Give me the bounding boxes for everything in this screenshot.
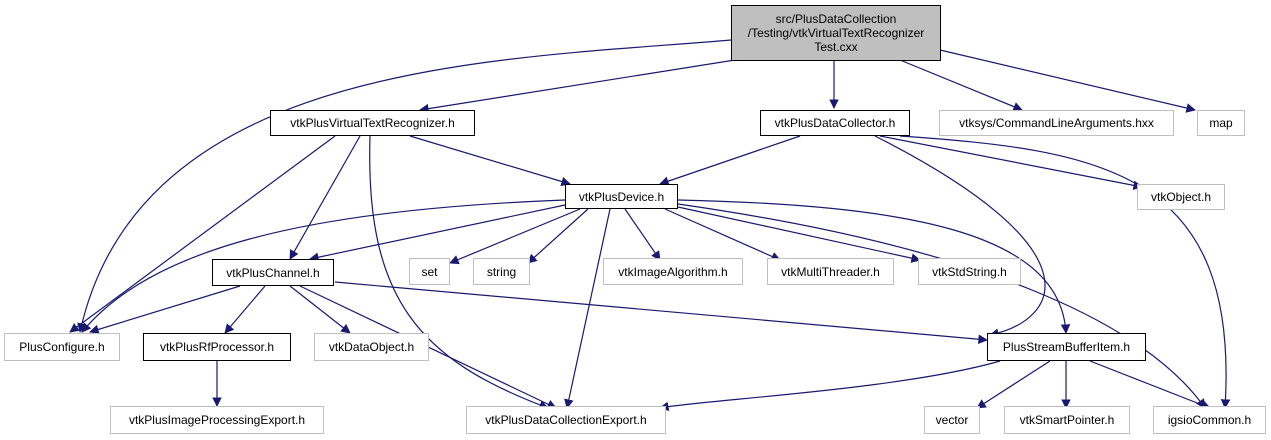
edge-sbi-vec — [976, 360, 1051, 409]
edge-dev-ia — [624, 208, 661, 261]
node-vtksmartpointer: vtkSmartPointer.h — [1004, 406, 1130, 434]
edge-root-vtr — [419, 55, 761, 114]
node-vtkplusimageprocessingexport: vtkPlusImageProcessingExport.h — [110, 406, 324, 434]
edge-chan-sbi — [334, 281, 988, 345]
node-vtkplusvirtualtextrecognizer[interactable]: vtkPlusVirtualTextRecognizer.h — [270, 110, 475, 136]
edge-dev-set — [449, 208, 581, 265]
edge-sbi-dce — [659, 360, 1001, 412]
edge-root-cla — [899, 59, 1023, 112]
root-file-node[interactable]: src/PlusDataCollection /Testing/vtkVirtu… — [731, 5, 941, 61]
edge-dev-chan — [309, 204, 566, 262]
node-vector: vector — [924, 406, 980, 434]
node-vtkplusdatacollector[interactable]: vtkPlusDataCollector.h — [760, 110, 910, 136]
edge-vtr-pc — [69, 135, 336, 333]
node-commandlinearguments: vtksys/CommandLineArguments.hxx — [939, 110, 1174, 136]
node-plusconfigure: PlusConfigure.h — [4, 333, 120, 361]
edge-vtr-dev — [409, 135, 571, 187]
node-string: string — [473, 258, 530, 285]
edge-chan-rf — [224, 285, 266, 334]
node-vtkplusrfprocessor[interactable]: vtkPlusRfProcessor.h — [143, 333, 291, 361]
node-vtkstdstring: vtkStdString.h — [918, 258, 1021, 285]
edge-chan-do — [289, 285, 351, 334]
edge-chan-pc — [89, 285, 241, 335]
node-igsiocommon: igsioCommon.h — [1153, 406, 1266, 434]
node-vtkmultithreader: vtkMultiThreader.h — [767, 258, 894, 285]
edge-dc-dev — [659, 135, 801, 186]
edge-dev-string — [527, 208, 589, 264]
edge-dev-pc — [81, 199, 566, 333]
edge-root-map — [939, 49, 1196, 113]
node-plusstreambufferitem[interactable]: PlusStreamBufferItem.h — [987, 333, 1146, 361]
edge-dc-obj — [879, 135, 1143, 191]
node-vtkpluschannel[interactable]: vtkPlusChannel.h — [212, 259, 334, 286]
node-vtkimagealgorithm: vtkImageAlgorithm.h — [603, 258, 743, 285]
node-set: set — [409, 258, 450, 285]
edge-sbi-igsio — [1089, 360, 1211, 410]
node-map: map — [1197, 110, 1245, 136]
edge-dev-sbi — [677, 199, 1071, 334]
edge-dev-dce — [564, 208, 611, 409]
edge-dc-sbi — [874, 135, 1046, 338]
edge-dev-mt — [664, 208, 781, 261]
edge-dev-igsio — [677, 203, 1206, 409]
edge-vtr-dce — [369, 135, 549, 410]
edge-root-pc — [77, 39, 732, 333]
edge-dev-ss — [677, 206, 921, 263]
node-vtkobject: vtkObject.h — [1137, 184, 1225, 210]
edge-vtr-chan — [289, 135, 361, 260]
node-vtkplusdatacollectionexport: vtkPlusDataCollectionExport.h — [466, 406, 666, 434]
node-vtkplusdevice[interactable]: vtkPlusDevice.h — [565, 184, 678, 209]
node-vtkdataobject: vtkDataObject.h — [314, 333, 429, 361]
